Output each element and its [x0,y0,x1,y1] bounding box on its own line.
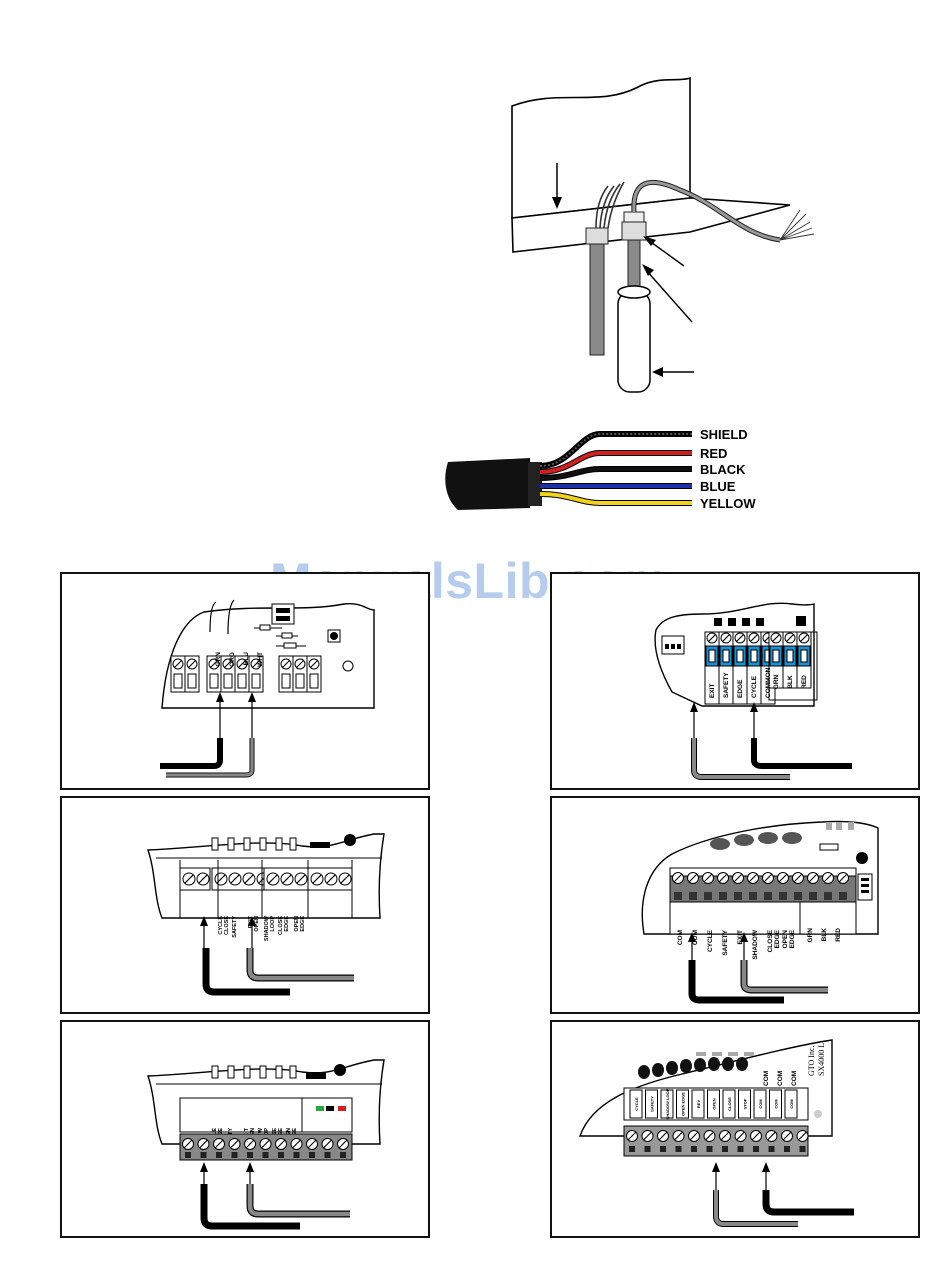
wiring-panel-f: COM COM COM GTO Inc. SX4000 L CYCLE SAFETY S… [550,1020,920,1238]
terminal-block [278,655,294,693]
terminal-label-cycle: CYCLE [707,929,714,952]
wiring-panel-c: CYCLECLOSESAFETYEXITOPENSHADOWLOOPCLOSEE… [60,796,430,1014]
wire-black [539,467,692,480]
terminal-block [184,655,200,693]
vertical-label-com: COM [763,1071,770,1086]
terminal-label-stop: STOP [743,1098,748,1109]
terminal-label-safety: SAFETY [232,916,238,938]
wire-label-blue: BLUE [700,479,736,494]
terminal-label-safety: SAFETY [722,929,729,955]
terminal-label-exit: EXIT [709,684,716,698]
terminal-label-open-edge: OPEN EDGE [681,1092,686,1116]
terminal-label-open-edge: EDGE [300,916,306,932]
terminal-label-com: COM [789,1099,794,1109]
terminal-label-open-edge: OPEN [294,916,300,932]
terminal-label-cycle-close: CLOSE [224,916,230,935]
terminal-label-exit: EXIT [737,930,744,944]
wire-label-red: RED [700,446,727,461]
terminal-label-red: RED [801,675,808,689]
wire-yellow [539,492,692,505]
terminal-cycle [746,631,762,705]
terminal-label-blk: BLK [787,675,794,689]
wire-color-label: ORG [229,652,236,667]
terminal-block [306,655,322,693]
terminal-label-shadow-loop: LOOP [270,916,276,932]
enclosure-illustration [445,76,815,510]
wire-label-shield: SHIELD [700,427,748,442]
terminal-label-exit-open: OPEN [254,916,260,932]
terminal-label-close-edge: CLOSE [767,929,774,952]
wire-red [539,451,692,474]
terminal-safety [718,631,734,705]
terminal-label-open: OPEN [712,1098,717,1109]
terminal-label-close: CLOSE [727,1097,732,1111]
terminal-label-edge: EDGE [737,679,744,698]
terminal-grn [768,631,784,689]
cable-jacket [445,458,530,510]
wiring-panel-a: GRN ORG BLU WHT [60,572,430,790]
terminal-block [206,655,222,693]
wire-color-label: WHT [257,652,264,667]
wiring-panel-e: CYCLECLOSESAFETYEXITOPENSHADOWLOOPCLOSEE… [60,1020,430,1238]
terminal-label-safety: SAFETY [650,1096,655,1112]
terminal-label-blk: BLK [821,928,828,942]
wire-label-yellow: YELLOW [700,496,756,511]
terminal-label-com: COM [692,930,699,945]
terminal-block [292,655,308,693]
terminal-label-open-edge: OPEN [782,930,789,949]
terminal-block [170,655,186,693]
wire-label-black: BLACK [700,462,746,477]
vertical-label-com: COM [777,1071,784,1086]
model-label: SX4000 L [817,1043,826,1076]
terminal-label-shadow-loop: SHADOW LOOP [665,1088,670,1119]
terminal-edge [732,631,748,705]
terminal-block [220,655,236,693]
terminal-exit [704,631,720,705]
terminal-label-cycle: CYCLE [751,675,758,698]
terminal-label-shadow-loop: SHADOW [264,915,270,941]
terminal-block [248,655,264,693]
wire-color-label: GRN [215,652,222,667]
terminal-label-close-edge: EDGE [284,916,290,932]
terminal-label-com: COM [774,1099,779,1109]
terminal-block [234,655,250,693]
terminal-label-com: COM [677,930,684,945]
terminal-label-close-edge: CLOSE [278,916,284,935]
terminal-label-common: COMMON [765,667,772,698]
brand-label: GTO Inc. [807,1045,816,1076]
terminal-label-rev: REV [696,1100,701,1109]
terminal-label-open-edge: EDGE [789,929,796,948]
terminal-label-close-edge: EDGE [774,929,781,948]
terminal-label-safety: SAFETY [723,672,730,698]
terminal-label-cycle: CYCLE [634,1097,639,1111]
terminal-label-grn: GRN [773,674,780,689]
terminal-label-com: COM [758,1099,763,1109]
wire-color-label: BLU [243,652,250,666]
terminal-label-grn: GRN [807,928,814,943]
wire-shield [539,433,692,467]
terminal-label-cycle-close: CYCLE [218,916,224,935]
terminal-label-shadow: SHADOW [752,929,759,959]
vertical-label-com: COM [791,1071,798,1086]
terminal-label-red: RED [835,928,842,942]
